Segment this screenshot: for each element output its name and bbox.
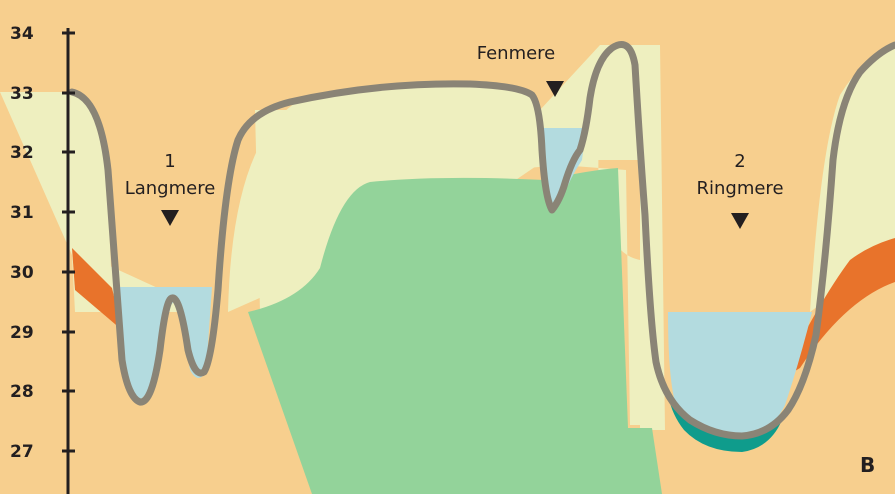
axis-tick-label: 31: [10, 203, 34, 223]
lake-name: Langmere: [125, 178, 216, 199]
lake-number: 2: [734, 151, 745, 172]
axis-tick-label: 27: [10, 442, 34, 462]
axis-tick-label: 30: [10, 263, 34, 283]
lake-name: Fenmere: [477, 43, 556, 64]
axis-tick-label: 28: [10, 382, 34, 402]
axis-tick-label: 29: [10, 323, 34, 343]
axis-tick-label: 32: [10, 143, 34, 163]
axis-tick-label: 34: [10, 24, 34, 44]
lake-name: Ringmere: [696, 178, 783, 199]
axis-tick-label: 33: [10, 84, 34, 104]
lake-number: 1: [164, 151, 175, 172]
panel-label: B: [860, 453, 875, 477]
